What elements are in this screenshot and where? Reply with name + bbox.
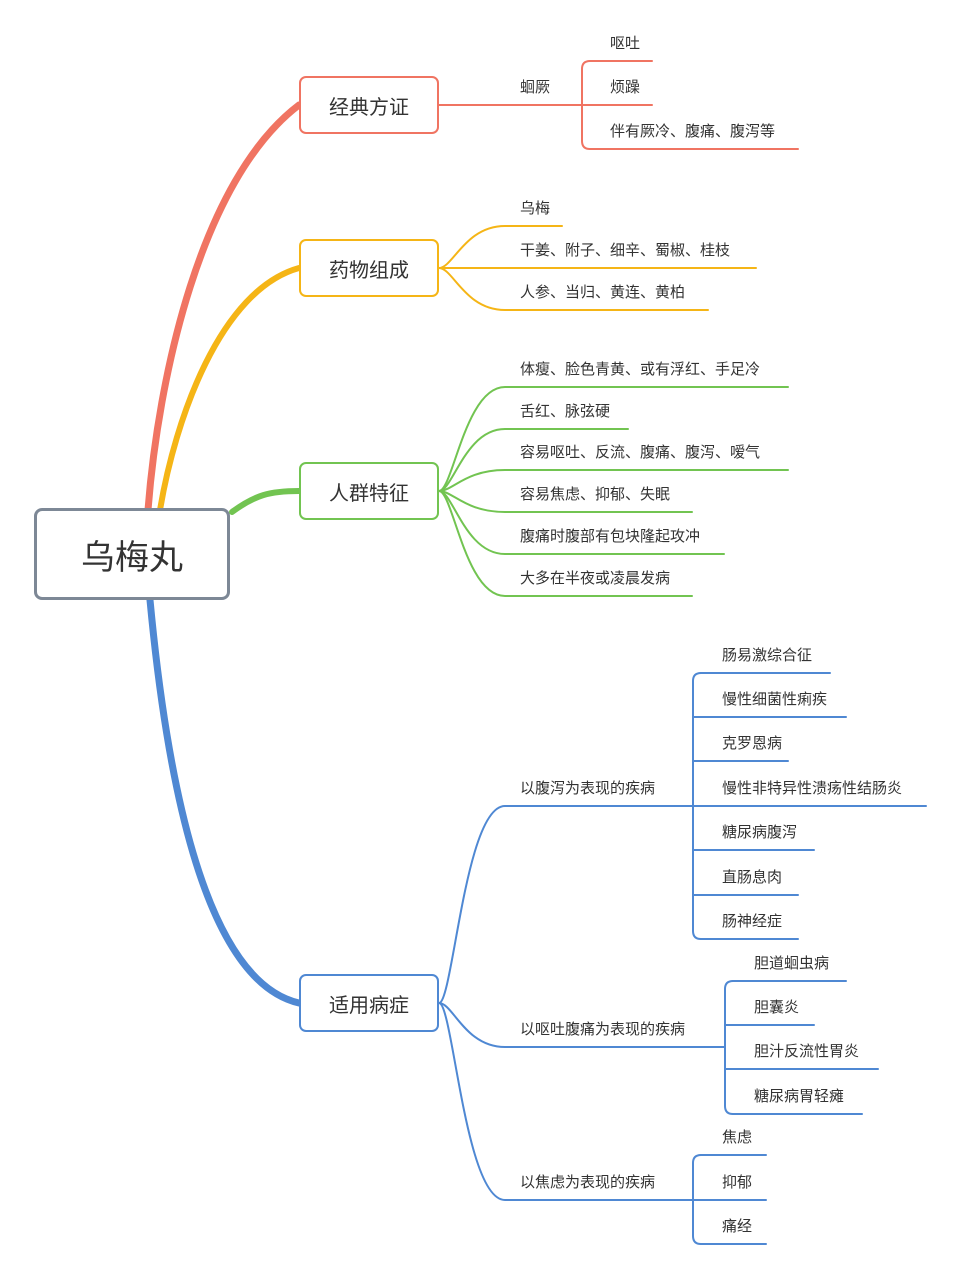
- leaf-node[interactable]: 抑郁: [722, 1173, 753, 1191]
- root-link-diseases: [146, 596, 303, 1007]
- leaf-node[interactable]: 大多在半夜或凌晨发病: [520, 569, 671, 587]
- link-anxiety-items: [692, 1199, 702, 1245]
- leaf-node[interactable]: 痛经: [722, 1217, 753, 1235]
- root-link-classic: [144, 101, 303, 514]
- root-link-herbs: [157, 265, 302, 513]
- leaf-node[interactable]: 肠神经症: [722, 912, 783, 930]
- link-vomit-items: [724, 1046, 734, 1115]
- branch-applicable-diseases[interactable]: 适用病症: [299, 974, 439, 1032]
- group-node[interactable]: 以腹泻为表现的疾病: [520, 779, 656, 797]
- link-diarrhea-items: [692, 805, 702, 940]
- leaf-node[interactable]: 直肠息肉: [722, 868, 783, 886]
- leaf-node[interactable]: 腹痛时腹部有包块隆起攻冲: [520, 527, 701, 545]
- link-disease-groups: [438, 1002, 694, 1201]
- group-node[interactable]: 以焦虑为表现的疾病: [520, 1173, 656, 1191]
- link-disease-groups: [438, 805, 694, 1004]
- leaf-node[interactable]: 克罗恩病: [722, 734, 783, 752]
- link-trait-items: [438, 490, 693, 597]
- link-diarrhea-items: [692, 672, 702, 807]
- leaf-node[interactable]: 乌梅: [520, 199, 551, 217]
- link-herb-items: [438, 267, 709, 311]
- link-trait-items: [438, 428, 629, 492]
- branch-population-traits[interactable]: 人群特征: [299, 462, 439, 520]
- leaf-node[interactable]: 烦躁: [610, 78, 641, 96]
- leaf-node[interactable]: 干姜、附子、细辛、蜀椒、桂枝: [520, 241, 731, 259]
- link-trait-items: [438, 490, 693, 513]
- link-trait-items: [438, 469, 789, 492]
- leaf-node[interactable]: 伴有厥冷、腹痛、腹泻等: [610, 122, 776, 140]
- link-classic-items: [581, 104, 591, 150]
- leaf-node[interactable]: 舌红、脉弦硬: [520, 402, 611, 420]
- link-vomit-items: [724, 980, 734, 1048]
- root-link-people: [229, 488, 302, 515]
- sub-node-huijue[interactable]: 蛔厥: [520, 78, 551, 96]
- leaf-node[interactable]: 人参、当归、黄连、黄柏: [520, 283, 686, 301]
- link-anxiety-items: [692, 1154, 702, 1201]
- branch-herb-composition[interactable]: 药物组成: [299, 239, 439, 297]
- branch-classic-prescription[interactable]: 经典方证: [299, 76, 439, 134]
- leaf-node[interactable]: 胆汁反流性胃炎: [754, 1042, 860, 1060]
- leaf-node[interactable]: 肠易激综合征: [722, 646, 813, 664]
- link-classic-items: [581, 60, 591, 106]
- leaf-node[interactable]: 呕吐: [610, 34, 641, 52]
- leaf-node[interactable]: 胆囊炎: [754, 998, 800, 1016]
- leaf-node[interactable]: 容易呕吐、反流、腹痛、腹泻、嗳气: [520, 443, 761, 461]
- leaf-node[interactable]: 焦虑: [722, 1128, 753, 1146]
- link-trait-items: [438, 386, 789, 492]
- group-node[interactable]: 以呕吐腹痛为表现的疾病: [520, 1020, 686, 1038]
- link-herb-items: [438, 225, 563, 269]
- leaf-node[interactable]: 容易焦虑、抑郁、失眠: [520, 485, 671, 503]
- leaf-node[interactable]: 糖尿病胃轻瘫: [754, 1087, 845, 1105]
- leaf-node[interactable]: 糖尿病腹泻: [722, 823, 798, 841]
- link-disease-groups: [438, 1002, 726, 1048]
- leaf-node[interactable]: 胆道蛔虫病: [754, 954, 830, 972]
- leaf-node[interactable]: 体瘦、脸色青黄、或有浮红、手足冷: [520, 360, 761, 378]
- leaf-node[interactable]: 慢性细菌性痢疾: [722, 690, 828, 708]
- leaf-node[interactable]: 慢性非特异性溃疡性结肠炎: [722, 779, 903, 797]
- root-node[interactable]: 乌梅丸: [34, 508, 230, 600]
